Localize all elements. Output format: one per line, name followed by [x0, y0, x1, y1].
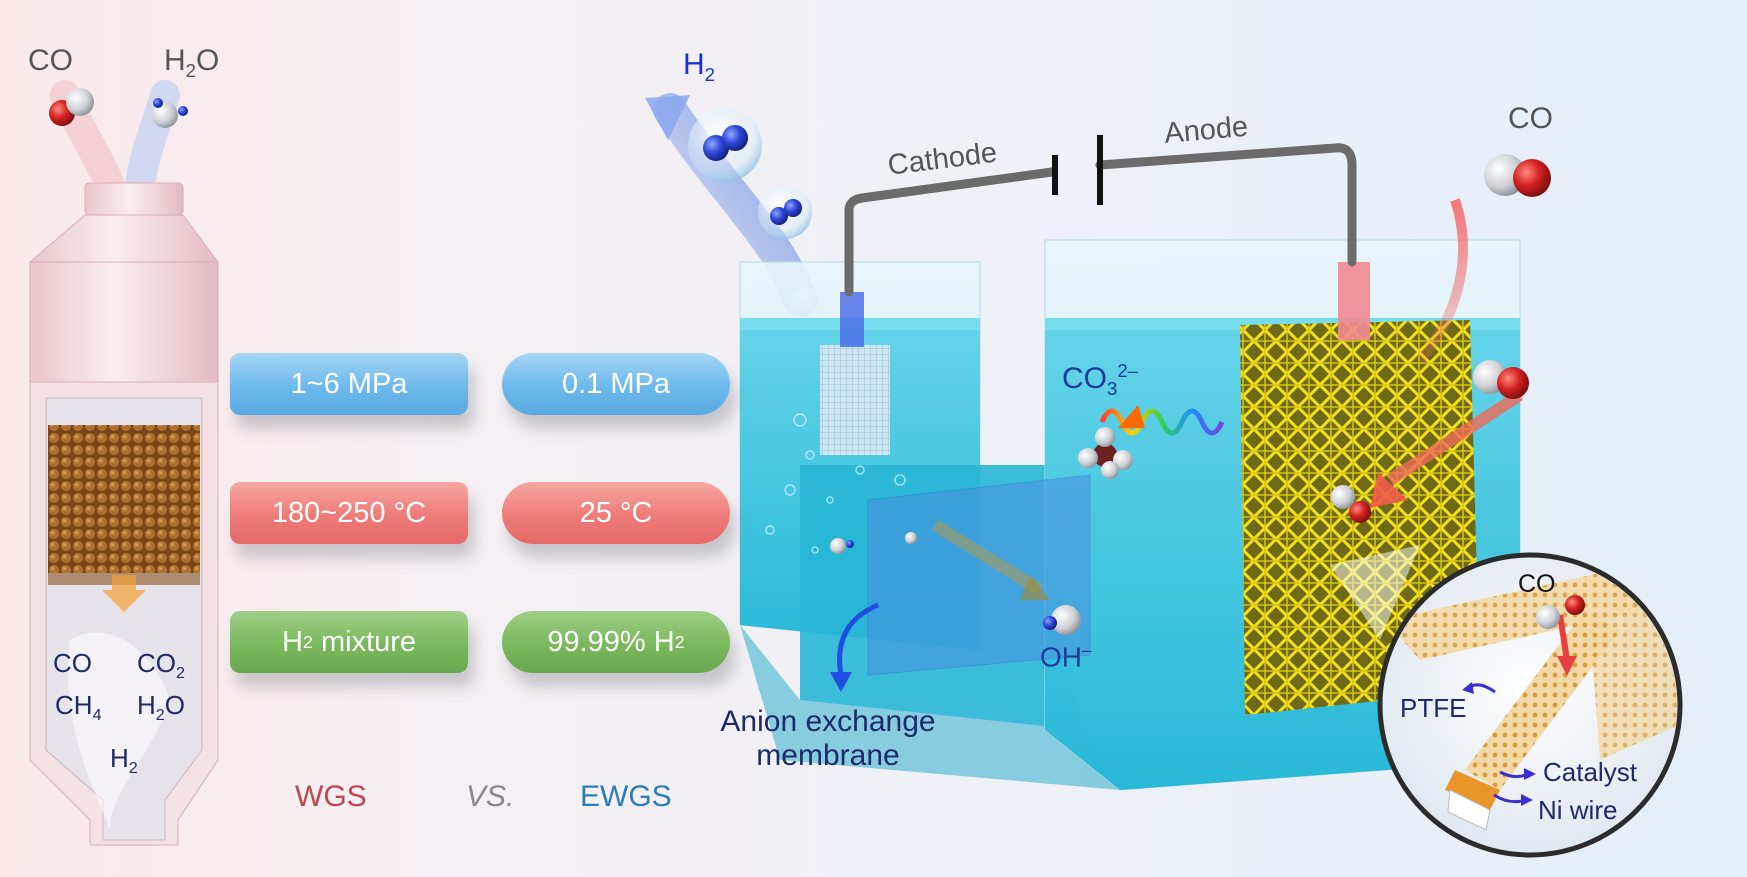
- reactor-co-label: CO: [28, 44, 73, 77]
- anode-co-label: CO: [1508, 102, 1553, 135]
- co-molecule-in-water-icon: [1473, 360, 1529, 399]
- product-co-label: CO: [53, 648, 92, 678]
- vs-label: VS.: [466, 780, 515, 813]
- ni-wire-label: Ni wire: [1538, 795, 1618, 825]
- anode-wire: [1095, 143, 1357, 267]
- product-ch4-label: CH4: [55, 690, 102, 725]
- reactor-shoulder: [28, 214, 219, 263]
- wgs-label: WGS: [295, 780, 367, 813]
- carbonate-ion-icon: [1078, 427, 1133, 479]
- ptfe-label: PTFE: [1400, 693, 1467, 723]
- cathode-mesh: [820, 345, 890, 455]
- reactor-cap: [29, 261, 219, 383]
- co-molecule-anode-icon: [1484, 154, 1551, 197]
- h2-output-label: H2: [683, 48, 716, 85]
- co-molecule-catalyst-icon: [1331, 485, 1371, 523]
- wgs-temperature-pill: 180~250 °C: [230, 482, 468, 544]
- ewgs-cell: [739, 135, 1551, 791]
- cathode-wire: [844, 167, 1057, 297]
- co-molecule-inset-icon: [1536, 595, 1585, 629]
- catalyst-label: Catalyst: [1543, 757, 1637, 787]
- ewgs-label: EWGS: [580, 780, 672, 813]
- anion-exchange-membrane: [867, 474, 1091, 676]
- hydroxide-ion-icon: [1043, 605, 1081, 635]
- wgs-reactor: [28, 80, 219, 846]
- ewgs-pressure-pill: 0.1 MPa: [502, 353, 730, 415]
- reactor-h2o-label: H2O: [164, 44, 220, 81]
- product-h2o-label: H2O: [137, 690, 185, 725]
- h2o-molecule-icon: [152, 98, 188, 128]
- flow-down-arrow: [102, 575, 146, 612]
- ewgs-temperature-pill: 25 °C: [502, 482, 730, 544]
- product-h2-label: H2: [110, 743, 138, 778]
- catalyst-bed: [48, 425, 200, 573]
- product-co2-label: CO2: [137, 648, 185, 683]
- carbonate-label: CO32–: [1062, 360, 1139, 399]
- wgs-pressure-pill: 1~6 MPa: [230, 353, 468, 415]
- reactor-neck: [84, 182, 184, 216]
- electrode-inset: [1330, 545, 1683, 858]
- membrane-label: Anion exchange membrane: [708, 705, 948, 773]
- co-molecule-icon: [49, 88, 94, 126]
- membrane-label-line2: membrane: [756, 739, 900, 772]
- membrane-pointer-arrow: [830, 672, 852, 692]
- membrane-label-line1: Anion exchange: [720, 705, 936, 738]
- hydroxide-label: OH–: [1040, 640, 1092, 673]
- inset-co-label: CO: [1518, 570, 1556, 598]
